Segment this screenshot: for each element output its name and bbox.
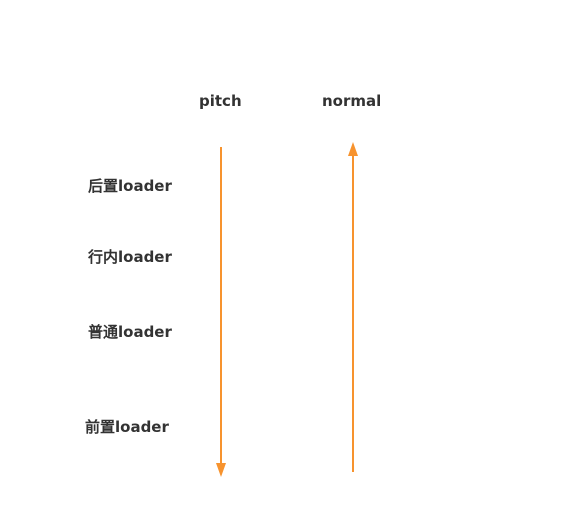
- normal-arrow-head: [348, 142, 358, 156]
- loader-label-inline: 行内loader: [88, 248, 172, 266]
- pitch-arrow-head: [216, 463, 226, 477]
- pitch-arrow-down: [216, 147, 226, 477]
- loader-label-post: 后置loader: [88, 177, 172, 195]
- loader-label-normal: 普通loader: [88, 323, 172, 341]
- normal-arrow-up: [348, 142, 358, 472]
- loader-label-pre: 前置loader: [85, 418, 169, 436]
- normal-column-header: normal: [322, 92, 382, 110]
- pitch-column-header: pitch: [199, 92, 242, 110]
